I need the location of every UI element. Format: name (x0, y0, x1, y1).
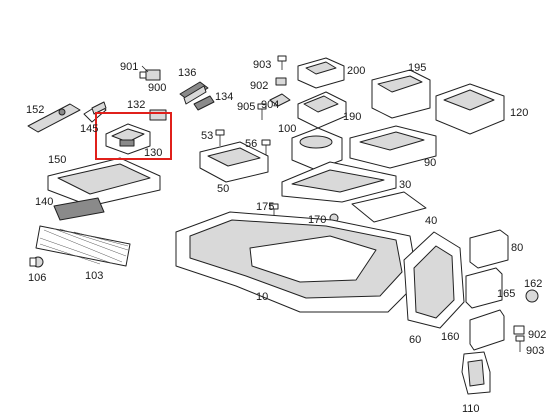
label-901: 901 (120, 61, 138, 73)
label-110: 110 (462, 403, 480, 415)
part-904-bracket (269, 93, 291, 107)
part-195-storage-box (371, 69, 431, 119)
label-162: 162 (524, 278, 542, 290)
label-150: 150 (48, 154, 66, 166)
part-40-cover (351, 191, 427, 223)
label-132: 132 (127, 99, 145, 111)
part-900-switch (139, 65, 161, 81)
part-190-switch-module (297, 91, 347, 129)
part-132-clip (149, 109, 167, 121)
label-106: 106 (28, 272, 46, 284)
part-140-mat (53, 197, 105, 221)
label-170: 170 (308, 214, 326, 226)
label-103: 103 (85, 270, 103, 282)
label-902-top: 902 (250, 80, 268, 92)
label-100: 100 (278, 123, 296, 135)
label-53: 53 (201, 130, 213, 142)
label-10: 10 (256, 291, 268, 303)
part-60-side-panel (403, 231, 465, 329)
label-80: 80 (511, 242, 523, 254)
label-152: 152 (26, 104, 44, 116)
label-140: 140 (35, 196, 53, 208)
label-195: 195 (408, 62, 426, 74)
label-902-lower: 902 (528, 329, 546, 341)
part-160-pocket (469, 309, 505, 351)
label-904: 904 (261, 99, 279, 111)
label-60: 60 (409, 334, 421, 346)
part-162-clip (525, 289, 539, 303)
label-905: 905 (237, 101, 255, 113)
part-134-connector (193, 95, 215, 111)
label-40: 40 (425, 215, 437, 227)
label-145: 145 (80, 123, 98, 135)
part-902-screw-lower (513, 325, 525, 335)
part-90-console-cover (349, 125, 437, 169)
part-905-screw (257, 103, 267, 120)
part-10-console-body (175, 211, 419, 313)
part-56-screw (261, 139, 271, 156)
label-134: 134 (215, 91, 233, 103)
label-903-lower: 903 (526, 345, 544, 357)
part-80-cup (469, 229, 509, 269)
part-903-screw-lower (515, 335, 525, 352)
label-56: 56 (245, 138, 257, 150)
part-902-nut (275, 77, 287, 86)
part-165-holder (465, 267, 503, 309)
label-190: 190 (343, 111, 361, 123)
label-160: 160 (441, 331, 459, 343)
part-110-liner (461, 351, 491, 395)
part-903-bolt (277, 55, 287, 70)
part-150-trim-frame (47, 157, 161, 207)
label-903-top: 903 (253, 59, 271, 71)
label-900: 900 (148, 82, 166, 94)
part-30-center-trim (281, 161, 397, 203)
part-50-tray (199, 141, 269, 183)
label-175: 175 (256, 201, 274, 213)
label-200: 200 (347, 65, 365, 77)
part-106-knob (29, 256, 44, 268)
label-50: 50 (217, 183, 229, 195)
part-100-cup-holder (291, 127, 343, 171)
part-103-grille (35, 225, 131, 267)
highlight-box-130 (95, 112, 172, 160)
label-136: 136 (178, 67, 196, 79)
label-165: 165 (497, 288, 515, 300)
part-200-frame (297, 57, 345, 89)
label-120: 120 (510, 107, 528, 119)
part-130-tray (105, 123, 151, 155)
part-136-connector (179, 81, 209, 105)
part-120-armrest-lid (435, 83, 505, 135)
label-130: 130 (144, 147, 162, 159)
part-152-trim-strip (27, 103, 81, 133)
label-90: 90 (424, 157, 436, 169)
label-30: 30 (399, 179, 411, 191)
part-53-screw (215, 129, 225, 146)
